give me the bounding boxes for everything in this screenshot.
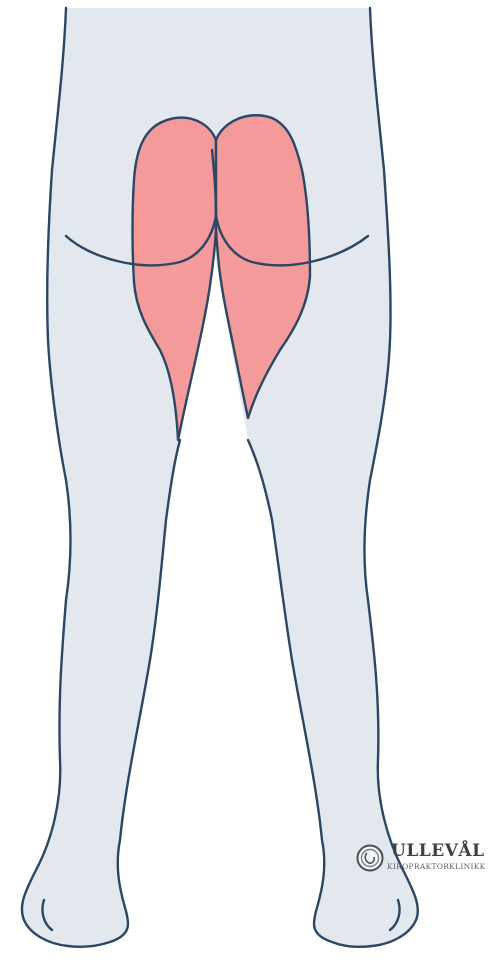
- clinic-name: ULLEVÅL: [391, 841, 485, 861]
- clinic-logo-icon: [356, 844, 384, 872]
- clinic-watermark: ULLEVÅL KIROPRAKTORKLINIKK: [353, 841, 494, 881]
- clinic-subtitle: KIROPRAKTORKLINIKK: [387, 862, 486, 871]
